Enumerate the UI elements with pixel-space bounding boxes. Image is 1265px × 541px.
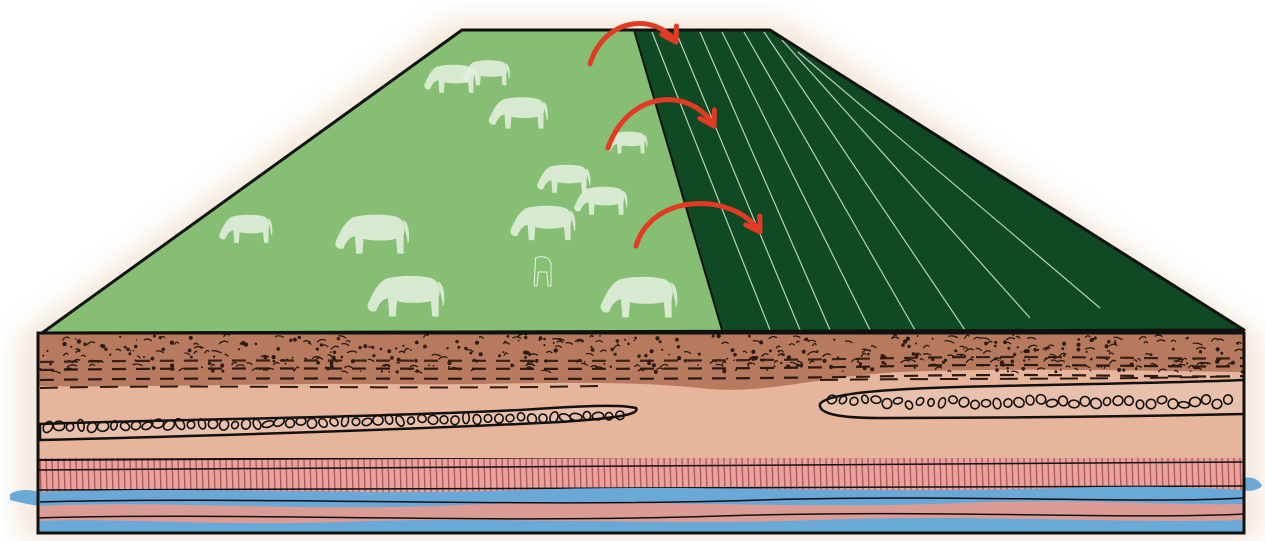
striped-clay-layer	[38, 454, 1244, 492]
plowed-cropland	[634, 30, 1244, 330]
soil-cross-section	[10, 333, 1262, 533]
